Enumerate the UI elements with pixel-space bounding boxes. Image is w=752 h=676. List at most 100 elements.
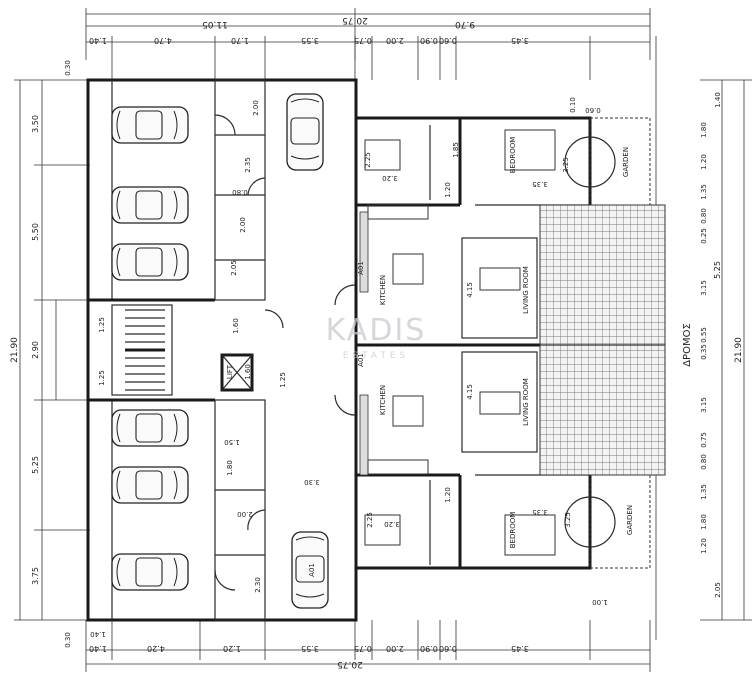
top-seg-dim: 1.70: [231, 36, 249, 45]
inner-dim: 2.00: [237, 510, 253, 518]
lift-label: LIFT: [226, 364, 234, 379]
car-icon: [286, 93, 324, 171]
left-seg-dim: 5.50: [31, 223, 40, 241]
car-icon: [111, 106, 189, 144]
inner-dim: 3.35: [532, 508, 548, 516]
parking-a01-label: A01: [308, 563, 316, 577]
inner-dim: 0.60: [585, 106, 601, 114]
inner-dim: 2.35: [244, 157, 252, 173]
kitchen-label: KITCHEN: [379, 385, 387, 415]
top-seg-dim: 3.45: [511, 36, 529, 45]
right-seg-dim: 0.55: [700, 327, 708, 343]
inner-dim: 3.30: [304, 478, 320, 486]
left-seg-dim: 5.25: [31, 456, 40, 474]
right-seg-dim: 3.15: [700, 397, 708, 413]
inner-dim: 1.20: [444, 487, 452, 503]
inner-dim: 3.20: [382, 174, 398, 182]
bedroom-label: BEDROOM: [509, 137, 517, 174]
bottom-seg-dim: 3.45: [511, 644, 529, 653]
right-seg-dim: 1.20: [700, 538, 708, 554]
right-seg-dim: 1.35: [700, 484, 708, 500]
inner-dim: 2.25: [366, 512, 374, 528]
inner-dim: 2.25: [364, 152, 372, 168]
inner-dim: 1.80: [226, 460, 234, 476]
watermark-logo: KADIS: [326, 313, 427, 348]
right-seg-dim: 0.80: [700, 454, 708, 470]
garden-label: GARDEN: [622, 147, 630, 177]
right-total-dim: 21.90: [734, 337, 744, 363]
bottom-seg-dim: 1.20: [223, 644, 241, 653]
unit-a01-label: A01: [357, 353, 365, 367]
top-seg-dim: 2.00: [386, 36, 404, 45]
left-seg-dim: 3.75: [31, 567, 40, 585]
left-inner-dim: 0.30: [64, 632, 72, 648]
bedroom-label: BEDROOM: [509, 512, 517, 549]
left-dimensions: 3.50 5.50 2.90 5.25 3.75 21.90 1.25 1.25…: [10, 60, 106, 648]
left-total-dim: 21.90: [10, 337, 20, 363]
right-dimensions: 1.40 1.80 1.20 1.35 0.80 0.25 5.25 3.15 …: [655, 36, 752, 640]
car-icon: [111, 409, 189, 447]
bottom-dimensions: 1.40 4.20 1.20 3.55 0.75 2.00 0.90 0.60 …: [85, 620, 651, 672]
inner-dim: 1.20: [444, 182, 452, 198]
inner-dim: 3.25: [564, 512, 572, 528]
bottom-seg-dim: 0.60: [439, 644, 457, 653]
right-seg-dim: 3.15: [700, 280, 708, 296]
inner-dim: 1.60: [232, 318, 240, 334]
inner-dim: 2.05: [230, 260, 238, 276]
right-seg-dim: 0.35: [700, 344, 708, 360]
inner-dim: 3.25: [562, 157, 570, 173]
inner-dim: 3.20: [384, 520, 400, 528]
top-seg-dim: 4.70: [154, 36, 172, 45]
inner-dim: 0.10: [569, 97, 577, 113]
left-inner-dim: 1.25: [98, 370, 106, 386]
car-icon: [111, 243, 189, 281]
bottom-seg-dim: 1.40: [89, 644, 107, 653]
right-seg-dim: 5.25: [713, 261, 722, 279]
right-seg-dim: 1.35: [700, 184, 708, 200]
inner-dim: 2.00: [239, 217, 247, 233]
staircase: [125, 309, 165, 391]
car-icon: [111, 466, 189, 504]
road-label: ΔΡΟΜΟΣ: [682, 323, 693, 367]
inner-dim: 2.30: [254, 577, 262, 593]
bottom-seg-dim: 0.75: [354, 644, 372, 653]
inner-dim: 1.85: [452, 142, 460, 158]
inner-dim: 1.25: [279, 372, 287, 388]
left-inner-dim: 0.30: [64, 60, 72, 76]
top-seg-dim: 0.75: [354, 36, 372, 45]
garden-label: GARDEN: [626, 505, 634, 535]
lift-shaft: [220, 353, 254, 392]
kitchen-label: KITCHEN: [379, 275, 387, 305]
top-dimensions: 20.75 11.05 9.70 1.40 4.70 1.70 3.55 0.7…: [85, 8, 651, 80]
left-seg-dim: 3.50: [31, 115, 40, 133]
terrace-area: [539, 117, 666, 569]
left-seg-dim: 2.90: [31, 341, 40, 359]
bottom-seg-dim: 4.20: [147, 644, 165, 653]
car-icon: [111, 553, 189, 591]
living-room-label: LIVING ROOM: [522, 378, 530, 426]
top-seg-dim: 0.90: [420, 36, 438, 45]
inner-dim: 2.00: [252, 100, 260, 116]
right-seg-dim: 0.80: [700, 208, 708, 224]
bottom-seg-dim: 3.55: [301, 644, 319, 653]
right-seg-dim: 0.75: [700, 432, 708, 448]
inner-dim: 3.35: [532, 180, 548, 188]
right-seg-dim: 0.25: [700, 228, 708, 244]
internal-dimensions: 2.00 2.35 0.80 2.00 2.05 1.60 1.60 1.25 …: [90, 97, 608, 638]
inner-dim: 4.15: [466, 282, 474, 298]
inner-dim: 1.50: [224, 438, 240, 446]
bottom-seg-dim: 0.90: [420, 644, 438, 653]
inner-dim: 1.60: [244, 364, 252, 380]
right-seg-dim: 2.05: [714, 582, 722, 598]
inner-dim: 1.00: [592, 598, 608, 606]
brand-watermark: KADIS ESTATES: [326, 313, 427, 361]
living-room-label: LIVING ROOM: [522, 266, 530, 314]
left-inner-dim: 1.25: [98, 317, 106, 333]
right-seg-dim: 1.80: [700, 122, 708, 138]
top-seg-dim: 1.40: [89, 36, 107, 45]
watermark-tagline: ESTATES: [343, 351, 410, 361]
right-seg-dim: 1.20: [700, 154, 708, 170]
car-icon: [111, 186, 189, 224]
top-seg-dim: 0.60: [439, 36, 457, 45]
